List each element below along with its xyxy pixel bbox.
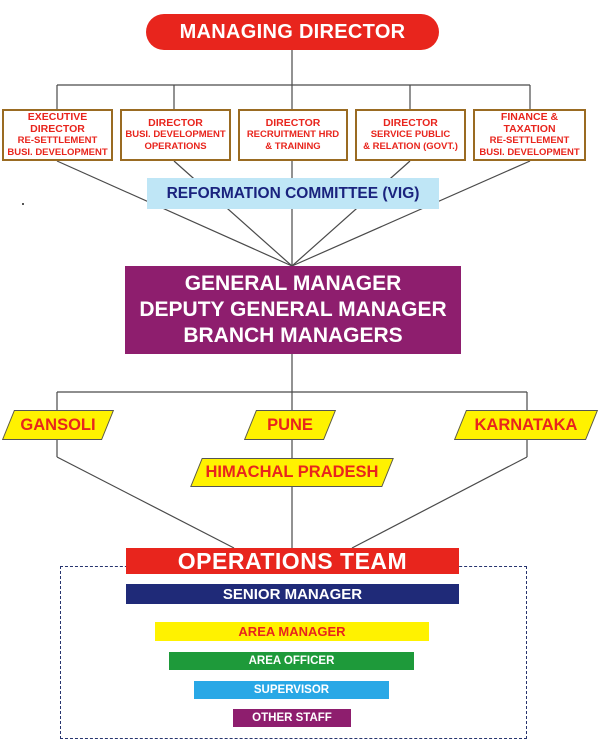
director-line: SERVICE PUBLIC [370, 129, 451, 140]
director-line: OPERATIONS [144, 141, 207, 152]
level-label: AREA OFFICER [248, 655, 335, 667]
director-box-service-public: DIRECTOR SERVICE PUBLIC & RELATION (GOVT… [355, 109, 466, 161]
director-line: BUSI. DEVELOPMENT [125, 129, 226, 140]
management-line: GENERAL MANAGER [184, 272, 402, 295]
management-box: GENERAL MANAGER DEPUTY GENERAL MANAGER B… [125, 266, 461, 354]
branch-himachal-pradesh: HIMACHAL PRADESH [190, 458, 394, 487]
branch-karnataka: KARNATAKA [453, 410, 599, 440]
level-other-staff: OTHER STAFF [233, 709, 351, 727]
director-title: DIRECTOR [148, 117, 203, 129]
director-line: & TRAINING [265, 141, 321, 152]
level-area-manager: AREA MANAGER [155, 622, 429, 641]
director-line: RECRUITMENT HRD [246, 129, 340, 140]
branch-label: GANSOLI [20, 415, 96, 434]
branch-pune: PUNE [243, 410, 337, 440]
director-title: EXECUTIVE DIRECTOR [27, 111, 88, 135]
director-box-recruitment: DIRECTOR RECRUITMENT HRD & TRAINING [238, 109, 348, 161]
management-line: DEPUTY GENERAL MANAGER [139, 298, 447, 321]
level-area-officer: AREA OFFICER [169, 652, 414, 670]
director-box-executive: EXECUTIVE DIRECTOR RE-SETTLEMENT BUSI. D… [2, 109, 113, 161]
director-title: FINANCE & TAXATION [500, 111, 559, 135]
operations-team-label: OPERATIONS TEAM [177, 547, 408, 574]
management-line: BRANCH MANAGERS [183, 324, 403, 347]
director-line: & RELATION (GOVT.) [363, 141, 458, 152]
director-line: RE-SETTLEMENT [17, 135, 98, 146]
managing-director-box: MANAGING DIRECTOR [146, 14, 439, 50]
director-line: RE-SETTLEMENT [489, 135, 570, 146]
director-box-finance-taxation: FINANCE & TAXATION RE-SETTLEMENT BUSI. D… [473, 109, 586, 161]
level-label: SUPERVISOR [253, 684, 330, 696]
operations-team-box: OPERATIONS TEAM [126, 548, 459, 574]
reformation-committee-label: REFORMATION COMMITTEE (VIG) [166, 184, 420, 202]
stray-dot [22, 203, 24, 205]
level-label: OTHER STAFF [252, 712, 332, 724]
director-box-busi-development: DIRECTOR BUSI. DEVELOPMENT OPERATIONS [120, 109, 231, 161]
level-label: SENIOR MANAGER [222, 585, 363, 603]
branch-label: PUNE [267, 415, 313, 434]
director-line: BUSI. DEVELOPMENT [7, 147, 108, 158]
reformation-committee-box: REFORMATION COMMITTEE (VIG) [147, 178, 439, 209]
managing-director-label: MANAGING DIRECTOR [179, 20, 406, 43]
director-title: DIRECTOR [265, 117, 321, 129]
level-label: AREA MANAGER [238, 624, 346, 639]
branch-gansoli: GANSOLI [1, 410, 115, 440]
branch-label: HIMACHAL PRADESH [205, 463, 379, 481]
level-supervisor: SUPERVISOR [194, 681, 389, 699]
director-line: BUSI. DEVELOPMENT [479, 147, 580, 158]
branch-label: KARNATAKA [474, 415, 578, 434]
level-senior-manager: SENIOR MANAGER [126, 584, 459, 604]
director-title: DIRECTOR [383, 117, 438, 129]
